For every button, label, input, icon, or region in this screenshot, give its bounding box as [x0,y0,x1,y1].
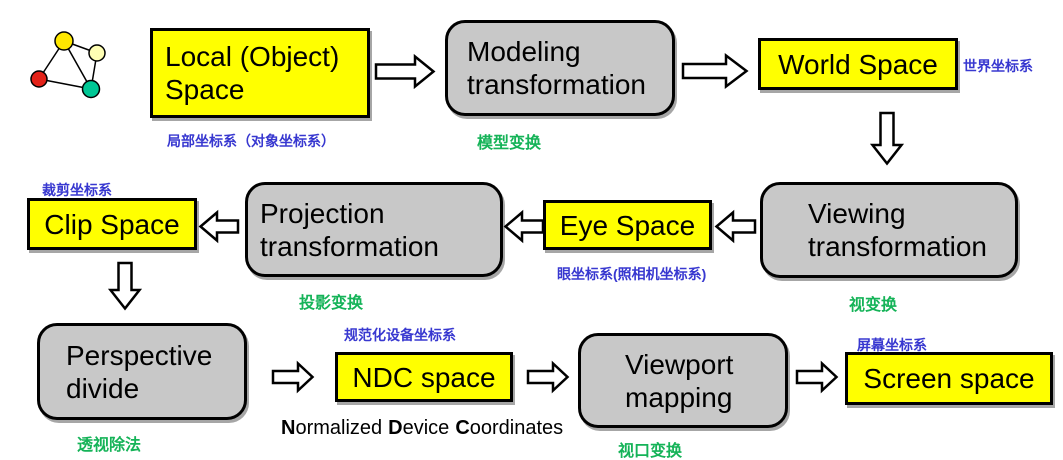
screen-space-box: Screen space [845,352,1053,405]
viewport-caption-zh: 视口变换 [618,443,683,460]
viewing-caption-zh: 视变换 [849,297,898,314]
perspective-divide-box: Perspective divide [37,323,247,420]
perspective-divide-label: Perspective divide [66,339,213,404]
arrow-right-icon [271,360,315,394]
viewport-mapping-box: Viewport mapping [578,333,788,428]
modeling-caption-zh: 模型变换 [477,135,542,152]
viewing-transformation-label: Viewing transformation [808,198,987,262]
arrow-right-icon [374,53,436,90]
arrow-right-icon [681,52,749,90]
clip-space-box: Clip Space [27,198,197,250]
screen-space-caption-zh: 屏幕坐标系 [857,337,927,353]
object-mesh-icon [30,31,106,99]
projection-transformation-box: Projection transformation [245,182,503,277]
arrow-right-icon [795,360,839,394]
local-space-label: Local (Object) Space [165,41,340,105]
viewport-mapping-label: Viewport mapping [625,348,734,413]
projection-transformation-label: Projection transformation [260,197,439,262]
arrow-right-icon [526,360,570,394]
clip-space-caption-zh: 裁剪坐标系 [42,182,112,198]
eye-space-label: Eye Space [559,209,696,241]
ndc-space-box: NDC space [335,352,513,402]
clip-space-label: Clip Space [44,208,180,240]
mesh-node-teal [81,79,101,99]
ndc-space-label: NDC space [352,361,496,393]
local-space-caption-zh: 局部坐标系（对象坐标系） [167,133,335,149]
ndc-word-normalized: Normalized [281,417,383,439]
arrow-down-icon [107,261,143,311]
world-space-label: World Space [778,48,938,80]
viewing-transformation-box: Viewing transformation [760,182,1018,278]
arrow-left-icon [714,209,757,244]
mesh-node-yellow [54,31,74,51]
ndc-word-device: Device [388,417,450,439]
perspective-caption-zh: 透视除法 [77,437,142,454]
ndc-word-coordinates: Coordinates [455,417,564,439]
arrow-left-icon [198,209,240,244]
local-space-box: Local (Object) Space [150,28,370,118]
modeling-transformation-box: Modeling transformation [445,20,675,116]
modeling-transformation-label: Modeling transformation [467,36,646,100]
ndc-caption-zh: 规范化设备坐标系 [344,327,456,343]
eye-space-box: Eye Space [543,200,712,250]
mesh-node-pale-yellow [88,44,106,62]
mesh-node-red [30,70,48,88]
screen-space-label: Screen space [863,363,1035,394]
arrow-left-icon [503,209,545,244]
projection-caption-zh: 投影变换 [299,295,364,312]
world-space-box: World Space [758,38,958,90]
arrow-down-icon [869,111,905,166]
world-space-caption-zh: 世界坐标系 [963,58,1033,74]
eye-space-caption-zh: 眼坐标系(照相机坐标系) [557,266,707,282]
